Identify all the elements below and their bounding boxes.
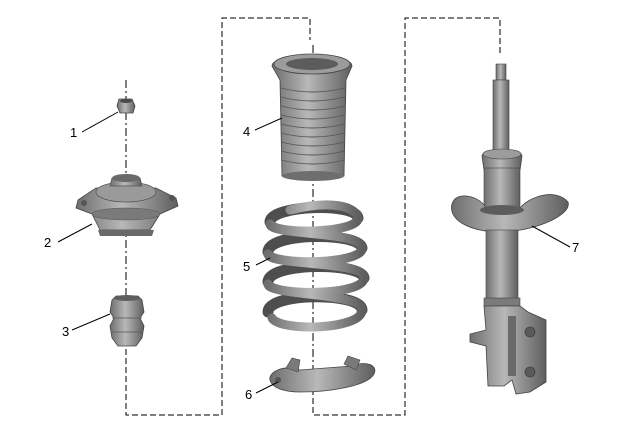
callout-4: 4 (243, 124, 250, 139)
callout-1: 1 (70, 125, 77, 140)
part-4-dust-boot (271, 53, 353, 181)
callout-6: 6 (245, 387, 252, 402)
part-3-bump-stop (109, 295, 145, 347)
part-7-strut-assembly (451, 63, 569, 395)
callout-labels: 1 2 3 4 5 6 7 (44, 124, 579, 402)
part-5-coil-spring (262, 200, 370, 332)
part-2-strut-mount (75, 174, 179, 236)
leader-lines (57, 111, 571, 394)
callout-7: 7 (572, 240, 579, 255)
part-1-nut (116, 98, 136, 114)
callout-5: 5 (243, 259, 250, 274)
callout-2: 2 (44, 235, 51, 250)
part-6-spring-seat (269, 355, 376, 393)
callout-3: 3 (62, 324, 69, 339)
